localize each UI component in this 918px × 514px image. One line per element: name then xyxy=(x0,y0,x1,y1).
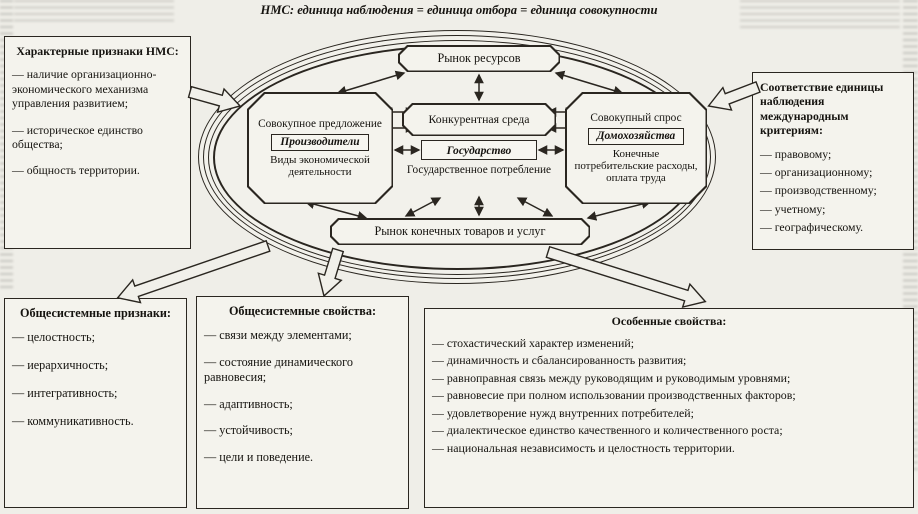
panel-heading: Особенные свойства: xyxy=(611,314,727,328)
panel-characteristic-features: Характерные признаки НМС: — наличие орга… xyxy=(4,36,191,249)
panel-heading: Общесистемные свойства: xyxy=(228,304,377,318)
panel-item: — национальная независимость и целостнос… xyxy=(432,440,735,455)
node-title: Совокупное предложение xyxy=(258,118,382,131)
node-detail: Государственное потребление xyxy=(406,164,552,176)
panel-item: — правовому; xyxy=(760,146,832,161)
panel-item: — динамичность и сбалансированность разв… xyxy=(432,353,687,368)
node-actor-state: Государство xyxy=(421,140,537,160)
panel-item: — удовлетворение нужд внутренних потреби… xyxy=(432,405,694,420)
panel-item: — наличие организационно-экономического … xyxy=(12,67,157,111)
panel-item: — организационному; xyxy=(760,164,873,179)
panel-item: — адаптивность; xyxy=(204,396,293,411)
panel-special-properties: Особенные свойства: — стохастический хар… xyxy=(424,308,914,508)
panel-item: — целостность; xyxy=(12,329,95,344)
node-final-goods-market: Рынок конечных товаров и услуг xyxy=(330,218,590,245)
node-actor-producers: Производители xyxy=(271,134,368,151)
panel-heading: Общесистемные признаки: xyxy=(20,306,171,320)
panel-item: — учетному; xyxy=(760,201,826,216)
node-label: Рынок ресурсов xyxy=(437,50,521,65)
panel-item: — связи между элементами; xyxy=(204,327,352,342)
panel-item: — общность территории. xyxy=(12,163,140,178)
panel-item: — производственному; xyxy=(760,183,877,198)
panel-item: — цели и поведение. xyxy=(204,450,314,465)
panel-item: — географическому. xyxy=(760,220,864,235)
panel-item: — стохастический характер изменений; xyxy=(432,335,635,350)
panel-heading: Характерные признаки НМС: xyxy=(16,44,179,58)
node-detail: Виды экономической деятельности xyxy=(270,153,370,178)
panel-system-properties: Общесистемные свойства: — связи между эл… xyxy=(196,296,409,509)
panel-international-criteria: Соответствие единицы наблюдения междунар… xyxy=(752,72,914,250)
panel-item: — устойчивость; xyxy=(204,423,293,438)
panel-heading: Соответствие единицы наблюдения междунар… xyxy=(760,80,884,138)
panel-item: — состояние динамического равновесия; xyxy=(204,354,353,384)
panel-item: — равноправная связь между руководящим и… xyxy=(432,370,791,385)
node-aggregate-demand: Совокупный спрос Домохозяйства Конечные … xyxy=(565,92,707,204)
panel-item: — иерархичность; xyxy=(12,357,109,372)
node-label: Рынок конечных товаров и услуг xyxy=(374,223,546,238)
panel-item: — историческое единство общества; xyxy=(12,122,143,151)
node-resources-market: Рынок ресурсов xyxy=(398,45,560,72)
diagram-title: НМС: единица наблюдения = единица отбора… xyxy=(260,3,658,17)
panel-item: — интегративность; xyxy=(12,385,118,400)
node-title: Конкурентная среда xyxy=(428,111,530,126)
node-aggregate-supply: Совокупное предложение Производители Вид… xyxy=(247,92,393,204)
panel-system-features: Общесистемные признаки: — целостность; —… xyxy=(4,298,187,508)
panel-item: — равновесие при полном использовании пр… xyxy=(432,388,796,403)
node-title: Совокупный спрос xyxy=(590,112,682,125)
node-detail: Конечные потребительские расходы, оплата… xyxy=(574,147,698,184)
node-actor-households: Домохозяйства xyxy=(588,128,685,145)
panel-item: — коммуникативность. xyxy=(12,413,134,428)
panel-item: — диалектическое единство качественного … xyxy=(432,423,783,438)
node-competitive-environment: Конкурентная среда xyxy=(402,103,556,136)
